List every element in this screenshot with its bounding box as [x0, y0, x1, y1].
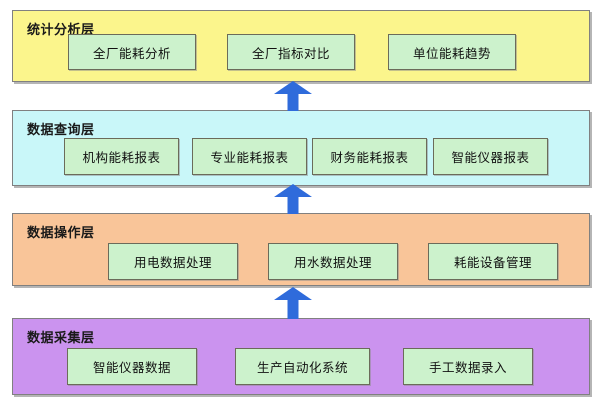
layer-title-data-query: 数据查询层 — [27, 123, 95, 138]
up-arrow-icon — [274, 81, 312, 111]
node-statistics-analysis-2[interactable]: 单位能耗趋势 — [388, 34, 516, 70]
node-data-collection-2[interactable]: 手工数据录入 — [403, 348, 533, 385]
node-data-query-2[interactable]: 财务能耗报表 — [312, 138, 427, 175]
arrow-collection-to-operation — [274, 287, 312, 319]
arrow-operation-to-query — [274, 81, 312, 111]
node-data-query-0[interactable]: 机构能耗报表 — [64, 138, 179, 175]
node-data-operation-0[interactable]: 用电数据处理 — [108, 243, 238, 280]
node-data-operation-1[interactable]: 用水数据处理 — [268, 243, 398, 280]
layer-title-data-collection: 数据采集层 — [27, 331, 95, 346]
up-arrow-icon — [274, 184, 312, 214]
node-data-query-3[interactable]: 智能仪器报表 — [433, 138, 548, 175]
arrow-query-to-statistics — [274, 184, 312, 214]
node-data-operation-2[interactable]: 耗能设备管理 — [428, 243, 558, 280]
node-statistics-analysis-0[interactable]: 全厂能耗分析 — [68, 34, 196, 70]
node-data-collection-0[interactable]: 智能仪器数据 — [67, 348, 197, 385]
node-statistics-analysis-1[interactable]: 全厂指标对比 — [227, 34, 355, 70]
layer-title-data-operation: 数据操作层 — [27, 226, 95, 241]
up-arrow-icon — [274, 287, 312, 319]
node-data-query-1[interactable]: 专业能耗报表 — [192, 138, 307, 175]
node-data-collection-1[interactable]: 生产自动化系统 — [235, 348, 370, 385]
